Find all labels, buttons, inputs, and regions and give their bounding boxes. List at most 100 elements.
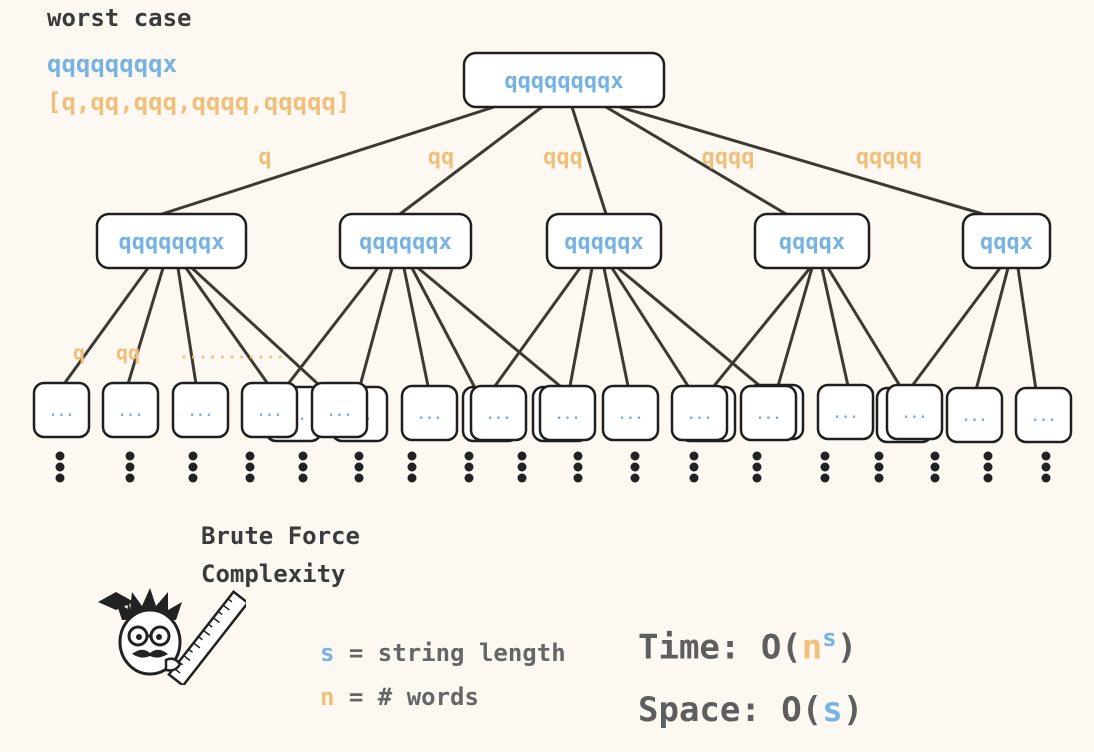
continuation-dot-10-3 bbox=[573, 473, 583, 483]
continuation-dot-16-2 bbox=[930, 462, 940, 472]
continuation-dot-8-3 bbox=[464, 473, 474, 483]
continuation-dot-4-2 bbox=[245, 462, 255, 472]
leaf-edge-label-2: qq bbox=[116, 341, 140, 365]
time-base: n bbox=[801, 627, 823, 668]
leaf-node-15 bbox=[670, 384, 729, 442]
leaf-edge-14 bbox=[610, 267, 690, 387]
continuation-dot-1-1 bbox=[55, 451, 65, 461]
leaf-node-label-22: ... bbox=[1031, 409, 1056, 425]
continuation-dot-2-3 bbox=[125, 473, 135, 483]
continuation-dot-8-2 bbox=[464, 462, 474, 472]
root-node-label: qqqqqqqqx bbox=[504, 69, 623, 94]
continuation-dot-6-1 bbox=[354, 451, 364, 461]
leaf-edge-15 bbox=[617, 266, 761, 388]
leaf-edge-21 bbox=[974, 267, 1010, 391]
level1-node-label-2: qqqqqqx bbox=[359, 230, 452, 255]
continuation-dot-17-3 bbox=[983, 473, 993, 483]
leaf-edge-12 bbox=[568, 267, 594, 387]
continuation-dot-10-1 bbox=[573, 451, 583, 461]
root-edge-label-3: qqq bbox=[543, 145, 583, 170]
leaf-edge-13 bbox=[602, 267, 630, 387]
continuation-dot-16-1 bbox=[930, 451, 940, 461]
space-prefix: Space: O( bbox=[638, 690, 823, 730]
leaf-node-21 bbox=[945, 386, 1004, 444]
root-edge-label-2: qq bbox=[428, 145, 455, 170]
root-edge-2 bbox=[399, 105, 543, 216]
level1-node-1 bbox=[95, 212, 248, 270]
leaf-edge-7 bbox=[358, 267, 394, 387]
leaf-node-2 bbox=[101, 381, 160, 439]
level1-node-4 bbox=[753, 212, 871, 270]
leaf-node-label-2: ... bbox=[118, 404, 143, 420]
root-edge-3 bbox=[570, 106, 608, 215]
space-suffix: ) bbox=[842, 690, 864, 730]
continuation-dot-15-3 bbox=[874, 473, 884, 483]
continuation-dot-3-3 bbox=[188, 473, 198, 483]
leaf-node-label-8: ... bbox=[417, 407, 442, 423]
continuation-dot-11-2 bbox=[630, 462, 640, 472]
continuation-dot-11-1 bbox=[630, 451, 640, 461]
time-prefix: Time: O( bbox=[638, 627, 802, 668]
legend-row-n: n = # words bbox=[320, 683, 479, 711]
legend-symbol-n: n bbox=[320, 683, 335, 711]
continuation-dot-5-1 bbox=[298, 451, 308, 461]
word-list: [q,qq,qqq,qqqq,qqqqq] bbox=[47, 88, 351, 116]
leaf-node-8 bbox=[400, 384, 459, 442]
leaf-node-20 bbox=[885, 383, 944, 441]
leaf-edge-label-3: ........... bbox=[179, 344, 285, 363]
continuation-dot-11-3 bbox=[630, 473, 640, 483]
leaf-node-label-21: ... bbox=[962, 409, 987, 425]
level1-node-label-4: qqqqx bbox=[779, 230, 845, 255]
leaf-edge-22 bbox=[1016, 267, 1038, 391]
leaf-edge-19 bbox=[826, 267, 902, 387]
complexity-title-line2: Complexity bbox=[201, 560, 346, 588]
continuation-dot-13-1 bbox=[752, 451, 762, 461]
leaf-edge-6 bbox=[286, 267, 380, 385]
continuation-dot-10-2 bbox=[573, 462, 583, 472]
time-exponent: s bbox=[822, 624, 837, 652]
continuation-dot-18-3 bbox=[1041, 473, 1051, 483]
space-complexity: Space: O(s) bbox=[638, 690, 863, 730]
continuation-dot-5-2 bbox=[298, 462, 308, 472]
continuation-dot-7-3 bbox=[407, 473, 417, 483]
continuation-dot-13-3 bbox=[752, 473, 762, 483]
continuation-dot-9-3 bbox=[517, 473, 527, 483]
leaf-node-label-15: ... bbox=[687, 407, 712, 423]
legend-row-s: s = string length bbox=[320, 639, 566, 667]
level1-node-5 bbox=[961, 212, 1052, 270]
continuation-dot-15-2 bbox=[874, 462, 884, 472]
space-arg: s bbox=[822, 690, 843, 730]
continuation-dot-17-1 bbox=[983, 451, 993, 461]
continuation-dot-9-2 bbox=[517, 462, 527, 472]
continuation-dot-5-3 bbox=[298, 473, 308, 483]
root-edge-label-5: qqqqq bbox=[856, 145, 922, 170]
level1-node-label-5: qqqx bbox=[980, 230, 1033, 255]
continuation-dot-1-2 bbox=[55, 462, 65, 472]
continuation-dot-4-3 bbox=[245, 473, 255, 483]
continuation-dot-7-1 bbox=[407, 451, 417, 461]
continuation-dot-12-3 bbox=[689, 473, 699, 483]
leaf-edge-5 bbox=[190, 266, 320, 386]
continuation-dot-12-2 bbox=[689, 462, 699, 472]
leaf-node-label-1: ... bbox=[49, 404, 74, 420]
leaf-node-22 bbox=[1014, 386, 1073, 444]
level1-node-label-1: qqqqqqqx bbox=[119, 230, 225, 255]
leaf-node-18 bbox=[816, 383, 875, 441]
level1-node-3 bbox=[545, 212, 663, 270]
continuation-dot-1-3 bbox=[55, 473, 65, 483]
leaf-edge-4 bbox=[184, 267, 270, 385]
continuation-dot-13-2 bbox=[752, 462, 762, 472]
leaf-edge-11 bbox=[493, 267, 582, 387]
legend-text-s: = string length bbox=[348, 639, 566, 667]
leaf-node-label-10: ... bbox=[486, 407, 511, 423]
leaf-node-10 bbox=[469, 384, 528, 442]
continuation-dot-2-1 bbox=[125, 451, 135, 461]
root-edge-4 bbox=[605, 105, 787, 216]
leaf-node-7 bbox=[310, 381, 369, 439]
continuation-dot-9-1 bbox=[517, 451, 527, 461]
leaf-edge-1 bbox=[62, 267, 150, 385]
leaf-node-label-12: ... bbox=[555, 407, 580, 423]
root-node bbox=[462, 51, 666, 109]
leaf-edge-10 bbox=[417, 266, 561, 388]
